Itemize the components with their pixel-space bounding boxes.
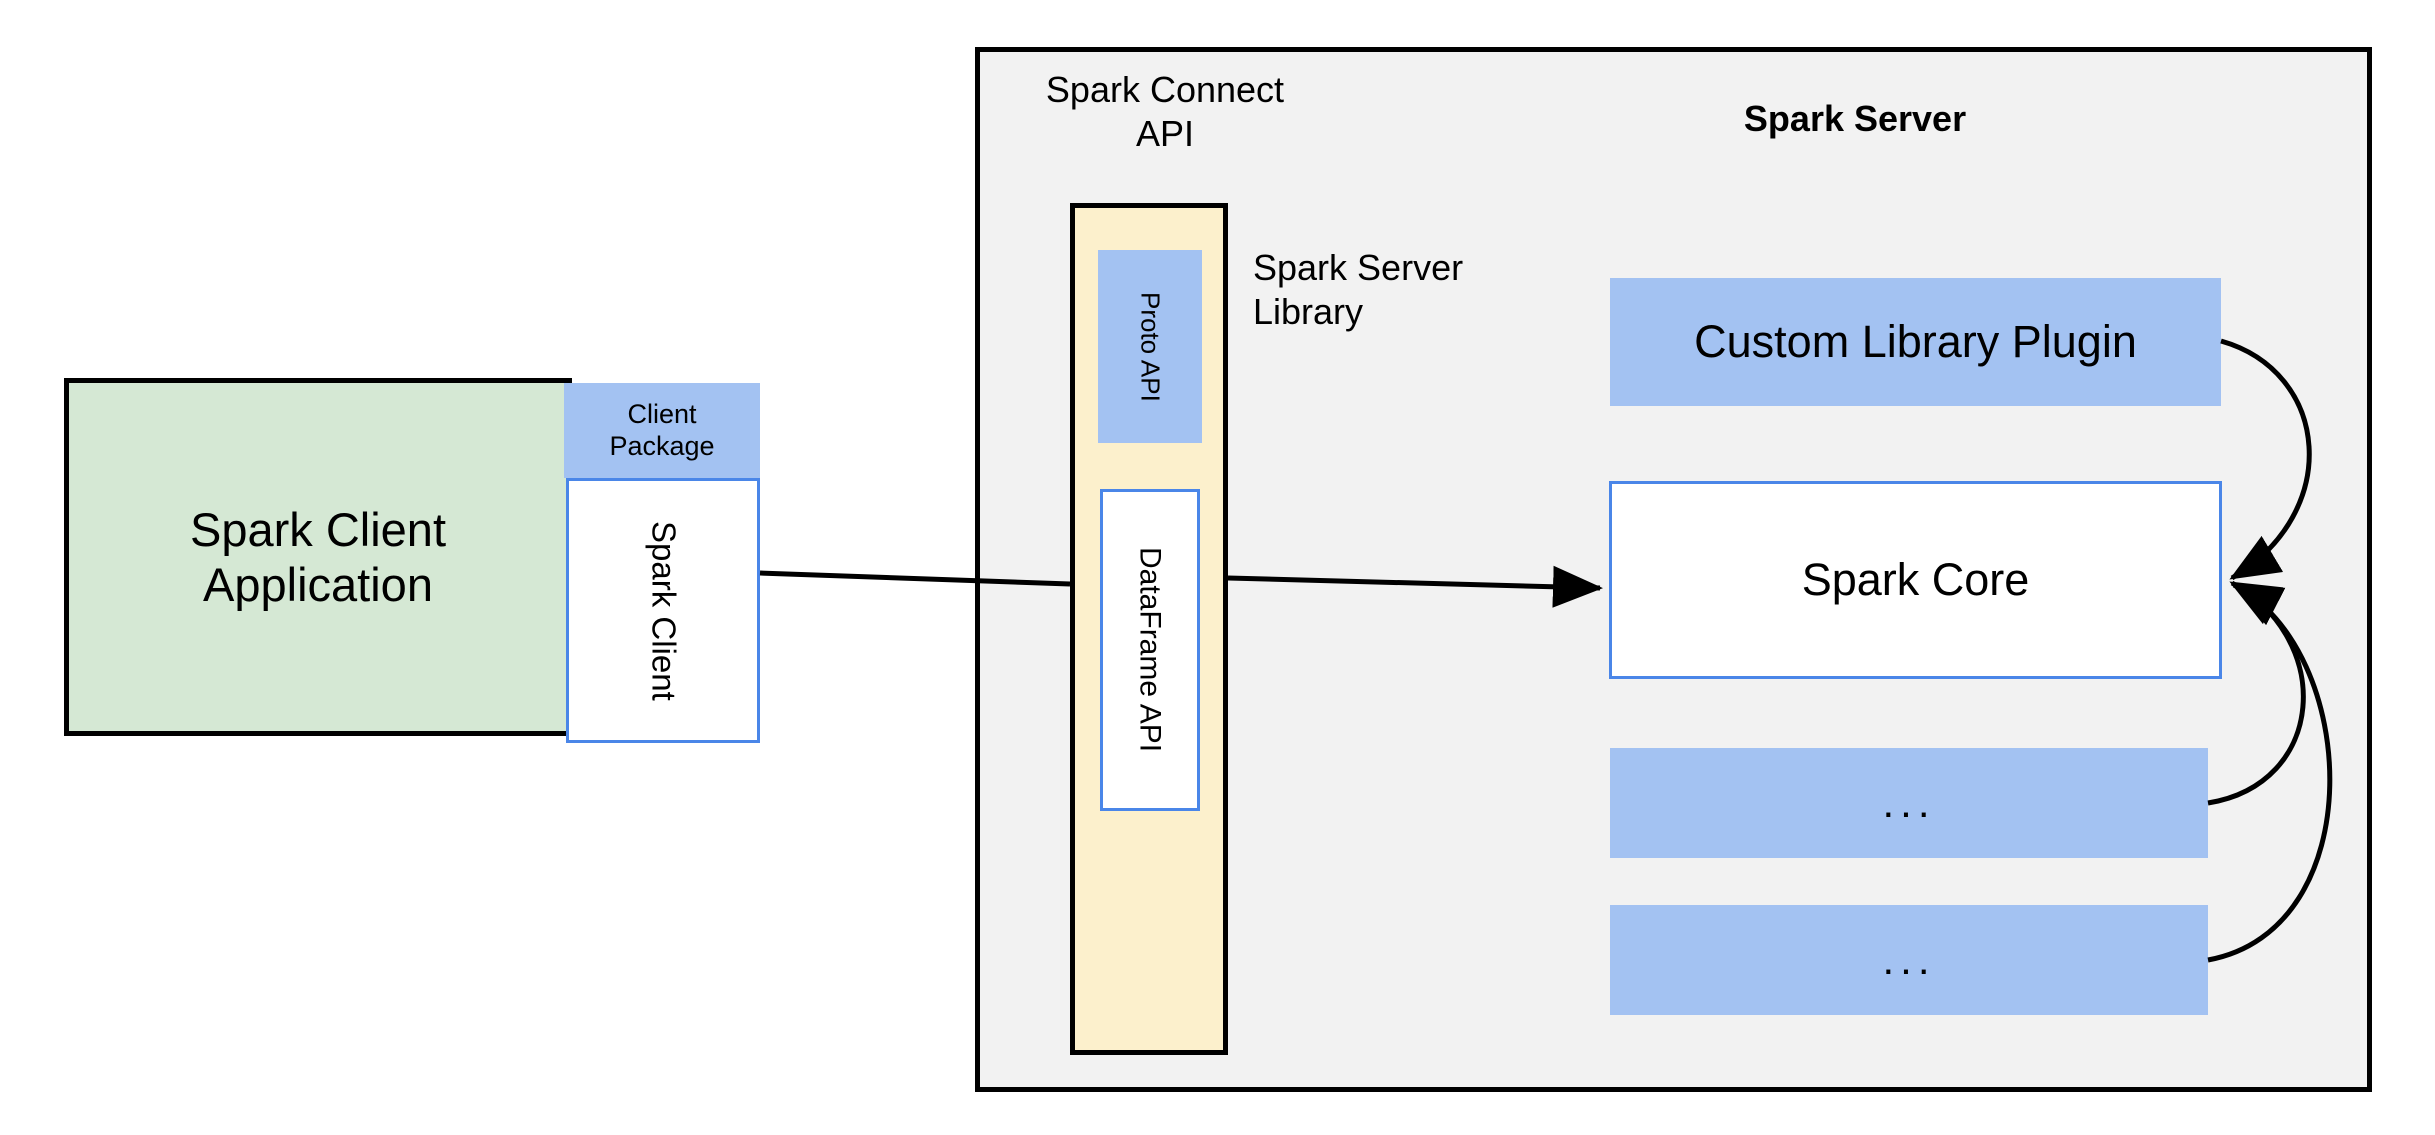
spark-client-box[interactable]: Spark Client	[566, 478, 760, 743]
custom-library-plugin-label: Custom Library Plugin	[1694, 316, 2137, 368]
plugin-placeholder-box-2[interactable]: ...	[1610, 905, 2208, 1015]
dataframe-api-box[interactable]: DataFrame API	[1100, 489, 1200, 811]
spark-client-application-label: Spark Client Application	[190, 502, 446, 611]
spark-connect-api-label: Spark Connect API	[1045, 69, 1285, 154]
custom-library-plugin-box[interactable]: Custom Library Plugin	[1610, 278, 2221, 406]
client-package-box[interactable]: Client Package	[564, 383, 760, 478]
plugin-placeholder-label-1: ...	[1882, 779, 1936, 827]
spark-client-application-box[interactable]: Spark Client Application	[64, 378, 572, 736]
spark-server-title: Spark Server	[1743, 98, 1967, 139]
spark-server-library-label: Spark Server Library	[1253, 247, 1464, 332]
spark-core-box[interactable]: Spark Core	[1609, 481, 2222, 679]
plugin-placeholder-label-2: ...	[1882, 936, 1936, 984]
spark-client-label: Spark Client	[645, 520, 683, 701]
client-package-label: Client Package	[609, 398, 715, 461]
spark-core-label: Spark Core	[1801, 554, 2030, 606]
plugin-placeholder-box-1[interactable]: ...	[1610, 748, 2208, 858]
proto-api-box[interactable]: Proto API	[1098, 250, 1202, 443]
proto-api-label: Proto API	[1135, 291, 1166, 402]
dataframe-api-label: DataFrame API	[1133, 547, 1167, 753]
